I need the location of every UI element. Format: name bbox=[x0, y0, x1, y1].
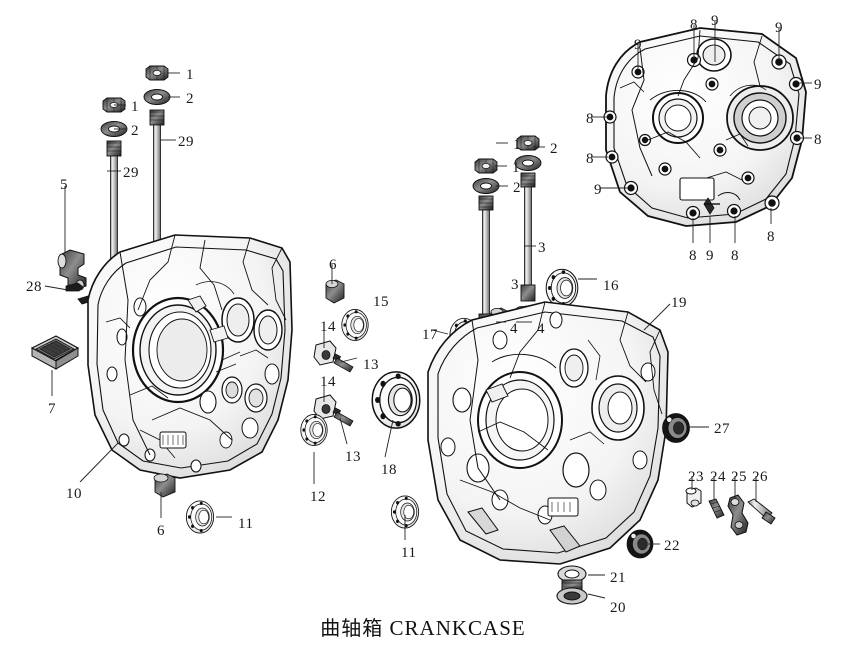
oil-seal-22 bbox=[626, 529, 654, 559]
crankcase-left-half bbox=[87, 234, 293, 479]
retainer-plate-14b bbox=[313, 394, 337, 420]
callout-number-dowel-pin-6: 6 bbox=[329, 257, 337, 273]
screw-13a bbox=[332, 353, 354, 373]
title-chinese: 曲轴箱 bbox=[320, 616, 384, 640]
callout-number-retainer-plate-14: 14 bbox=[320, 374, 336, 390]
dowel-pin-left bbox=[153, 473, 176, 498]
stud-assembly-center-left bbox=[472, 158, 500, 331]
oil-jet-part bbox=[57, 249, 87, 291]
callout-number-shift-lever-25: 25 bbox=[731, 469, 747, 485]
callout-number-bearing-12: 12 bbox=[310, 489, 326, 505]
crankcase-top-right-view bbox=[603, 27, 807, 227]
callout-number-pin-24: 24 bbox=[710, 469, 726, 485]
callout-number-washer-21: 21 bbox=[610, 570, 626, 586]
callout-number-washer-2: 2 bbox=[513, 180, 521, 196]
leader-line-13 bbox=[340, 357, 358, 363]
shift-lever-25 bbox=[727, 494, 749, 536]
bushing-23 bbox=[685, 487, 702, 508]
callout-number-dowel-pin-4: 4 bbox=[537, 321, 545, 337]
callout-number-washer-2: 2 bbox=[131, 123, 139, 139]
callout-number-oil-strainer-7: 7 bbox=[48, 401, 56, 417]
callout-number-bearing-16: 16 bbox=[603, 278, 619, 294]
callout-number-screw-13: 13 bbox=[345, 449, 361, 465]
callout-number-dowel-pin-6: 6 bbox=[157, 523, 165, 539]
leader-line-13 bbox=[339, 417, 348, 445]
callout-number-stud-bolt-29: 29 bbox=[178, 134, 194, 150]
callout-number-bearing-18: 18 bbox=[381, 462, 397, 478]
callout-number-washer-2: 2 bbox=[186, 91, 194, 107]
bearing-18 bbox=[371, 371, 421, 429]
callout-number-bearing-11: 11 bbox=[401, 545, 417, 561]
callout-number-bolt-9: 9 bbox=[775, 20, 783, 36]
oil-strainer-part bbox=[30, 335, 80, 370]
drain-bolt-20 bbox=[556, 579, 588, 605]
callout-number-washer-2: 2 bbox=[550, 141, 558, 157]
title-english: CRANKCASE bbox=[389, 616, 526, 640]
callout-number-bearing-11: 11 bbox=[238, 516, 254, 532]
diagram-title: 曲轴箱 CRANKCASE bbox=[0, 612, 846, 641]
callout-number-crankcase-left-10: 10 bbox=[66, 486, 82, 502]
leader-line-19 bbox=[643, 303, 671, 331]
leader-line-17 bbox=[431, 329, 449, 335]
callout-number-bushing-23: 23 bbox=[688, 469, 704, 485]
leader-line-28 bbox=[44, 285, 69, 291]
leader-line-20 bbox=[587, 593, 606, 599]
callout-number-drain-bolt-20: 20 bbox=[610, 600, 626, 616]
callout-number-bearing-17: 17 bbox=[422, 327, 438, 343]
leader-line-10 bbox=[79, 442, 119, 483]
washer-21 bbox=[557, 565, 587, 583]
retainer-plate-14a bbox=[313, 340, 337, 366]
leader-line-18 bbox=[384, 419, 394, 458]
oil-seal-27 bbox=[662, 413, 690, 443]
callout-number-oil-seal-22: 22 bbox=[664, 538, 680, 554]
callout-number-bolt-8: 8 bbox=[767, 229, 775, 245]
leader-lines bbox=[44, 21, 812, 599]
bearing-11-left bbox=[185, 500, 215, 534]
callout-number-bolt-8: 8 bbox=[689, 248, 697, 264]
callout-number-nut-1: 1 bbox=[186, 67, 194, 83]
callout-number-bolt-8: 8 bbox=[586, 151, 594, 167]
callout-number-retainer-plate-14: 14 bbox=[320, 319, 336, 335]
callout-number-bearing-15: 15 bbox=[373, 294, 389, 310]
callout-number-stud-bolt-3: 3 bbox=[511, 277, 519, 293]
stud-assembly-center-right bbox=[514, 135, 542, 302]
pin-24 bbox=[708, 498, 725, 519]
bolt-26 bbox=[747, 498, 776, 525]
callout-number-bolt-9: 9 bbox=[706, 248, 714, 264]
callout-number-oil-jet-5: 5 bbox=[60, 177, 68, 193]
callout-number-bolt-26: 26 bbox=[752, 469, 768, 485]
callout-number-stud-bolt-29: 29 bbox=[123, 165, 139, 181]
callout-number-bolt-9: 9 bbox=[634, 37, 642, 53]
dowel-pin-center-6 bbox=[325, 279, 345, 304]
callout-number-dowel-pin-4: 4 bbox=[510, 321, 518, 337]
callout-number-stud-bolt-3: 3 bbox=[538, 240, 546, 256]
callout-number-oil-seal-27: 27 bbox=[714, 421, 730, 437]
callout-number-nut-1: 1 bbox=[513, 137, 521, 153]
callout-number-nut-1: 1 bbox=[512, 160, 520, 176]
crankcase-right-half bbox=[427, 301, 669, 565]
callout-number-woodruff-key-28: 28 bbox=[26, 279, 42, 295]
callout-number-bolt-8: 8 bbox=[586, 111, 594, 127]
callout-number-bolt-8: 8 bbox=[814, 132, 822, 148]
callout-number-bolt-9: 9 bbox=[814, 77, 822, 93]
callout-number-crankcase-right-19: 19 bbox=[671, 295, 687, 311]
screw-13b bbox=[332, 407, 354, 427]
callout-number-bolt-8: 8 bbox=[731, 248, 739, 264]
callout-number-nut-1: 1 bbox=[131, 99, 139, 115]
callout-number-bolt-9: 9 bbox=[594, 182, 602, 198]
callout-number-bolt-8: 8 bbox=[690, 17, 698, 33]
bearing-12 bbox=[300, 413, 328, 447]
callout-number-bolt-9: 9 bbox=[711, 13, 719, 29]
callout-number-screw-13: 13 bbox=[363, 357, 379, 373]
bearing-16 bbox=[545, 268, 579, 308]
bearing-15 bbox=[341, 308, 369, 342]
